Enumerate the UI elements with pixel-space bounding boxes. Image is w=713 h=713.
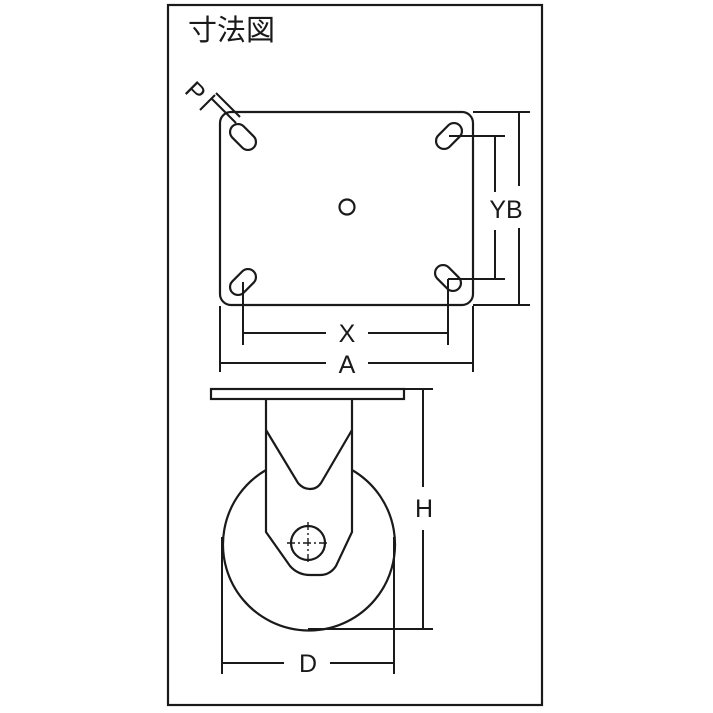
outer-frame [166,3,544,707]
mounting-plate [218,110,475,307]
top-plate-view: P YB X A [179,76,530,379]
dimension-h: H [308,388,433,630]
slot-top-right [434,121,464,151]
dimension-d: D [221,537,395,678]
slot-bottom-left [228,267,258,297]
caster-side-view: H D [209,387,433,678]
label-yb: YB [489,196,522,224]
label-a: A [339,351,356,379]
slot-bottom-right [433,263,463,293]
dimension-a: A [219,306,474,379]
fork [264,399,354,577]
wheel [221,469,397,632]
fork-v-notch [265,429,353,491]
center-hole [338,198,356,216]
label-h: H [415,495,433,523]
label-x: X [339,320,356,348]
diagram-title: 寸法図 [188,13,275,47]
dimension-yb: YB [448,111,530,306]
slot-top-left [228,122,258,152]
dimension-p: P [179,76,241,124]
label-d: D [299,650,317,678]
top-plate [209,387,406,401]
dimension-x: X [242,279,449,348]
